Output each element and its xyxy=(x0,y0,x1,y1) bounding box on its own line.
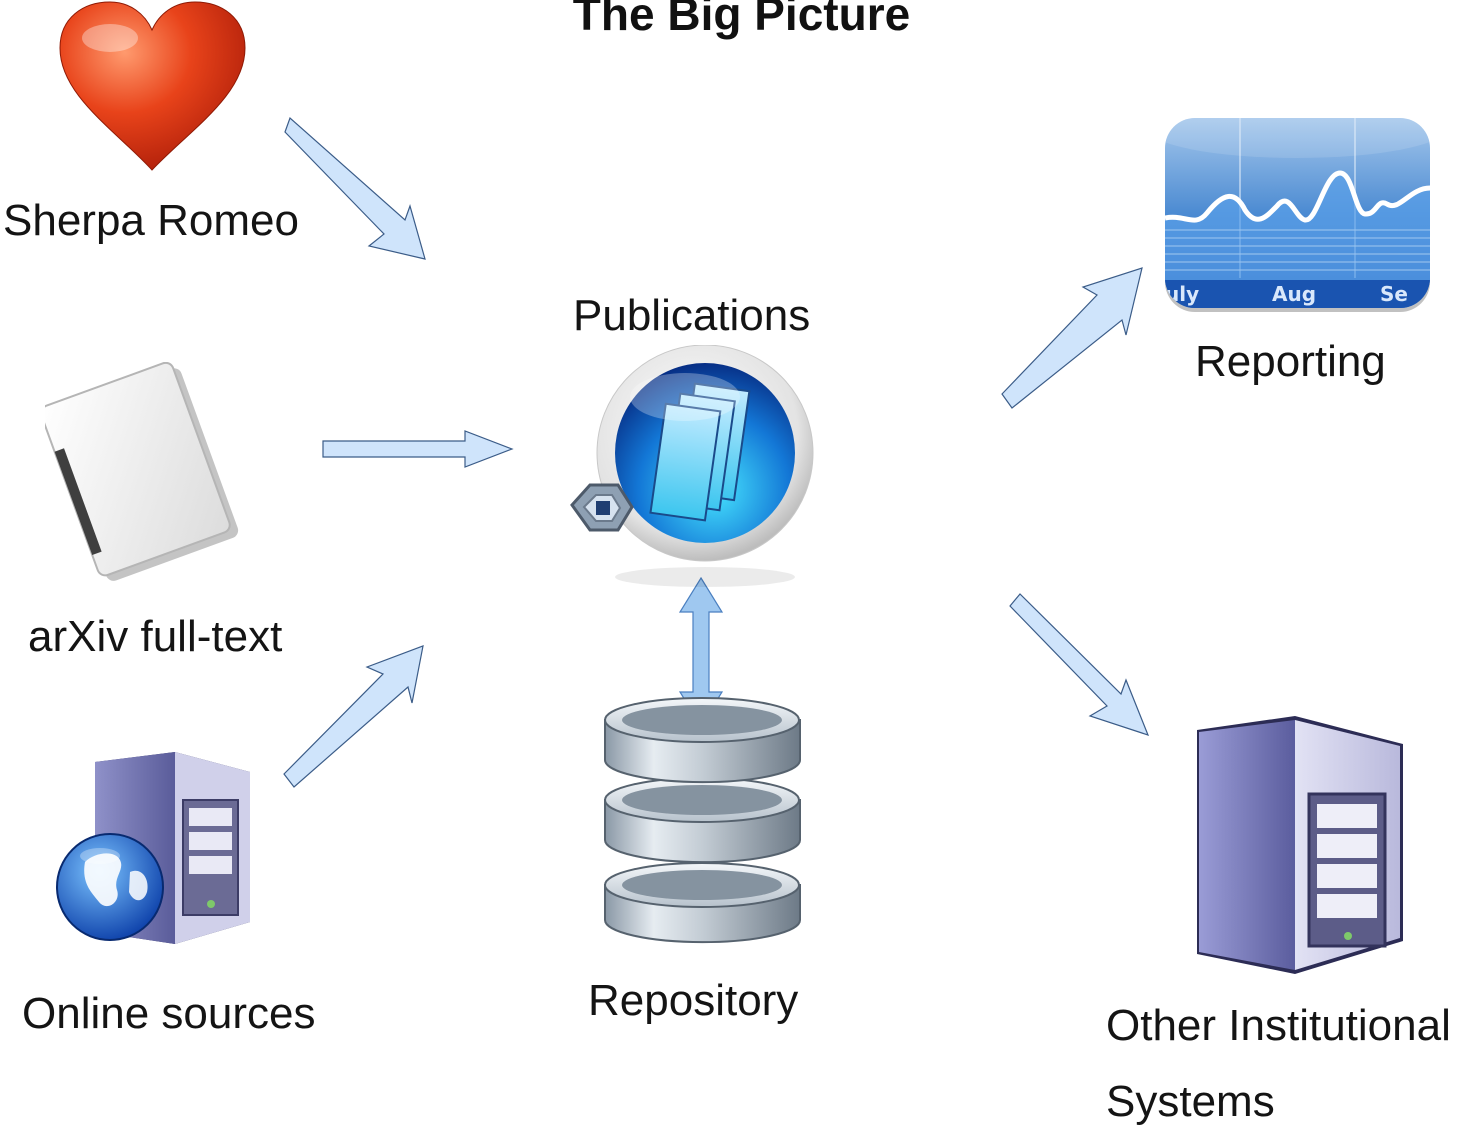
label-reporting: Reporting xyxy=(1195,337,1386,386)
label-arxiv: arXiv full-text xyxy=(28,612,283,661)
label-publications: Publications xyxy=(573,291,811,340)
arrow-online-to-publications xyxy=(283,645,424,788)
chart-month-1: uly xyxy=(1165,282,1199,306)
arrow-publications-to-reporting xyxy=(1001,267,1143,409)
chart-month-3: Se xyxy=(1380,282,1408,306)
label-sherpa-romeo: Sherpa Romeo xyxy=(3,196,299,245)
label-repository: Repository xyxy=(588,976,799,1025)
arrow-sherpa-to-publications xyxy=(284,116,426,260)
web-server-icon xyxy=(56,752,250,944)
arrow-publications-to-other-systems xyxy=(1009,593,1150,736)
label-other-systems-line2: Systems xyxy=(1106,1077,1275,1126)
stocks-chart-icon: uly Aug Se xyxy=(1165,118,1430,312)
document-icon xyxy=(45,362,239,581)
chart-month-2: Aug xyxy=(1272,282,1316,306)
database-icon xyxy=(604,697,801,944)
server-icon xyxy=(1197,716,1403,974)
publications-icon xyxy=(570,345,814,587)
arrow-arxiv-to-publications xyxy=(322,430,514,468)
label-online-sources: Online sources xyxy=(22,989,316,1038)
heart-icon xyxy=(59,1,246,171)
label-other-systems-line1: Other Institutional xyxy=(1106,1001,1451,1050)
diagram-title: The Big Picture xyxy=(572,0,911,40)
